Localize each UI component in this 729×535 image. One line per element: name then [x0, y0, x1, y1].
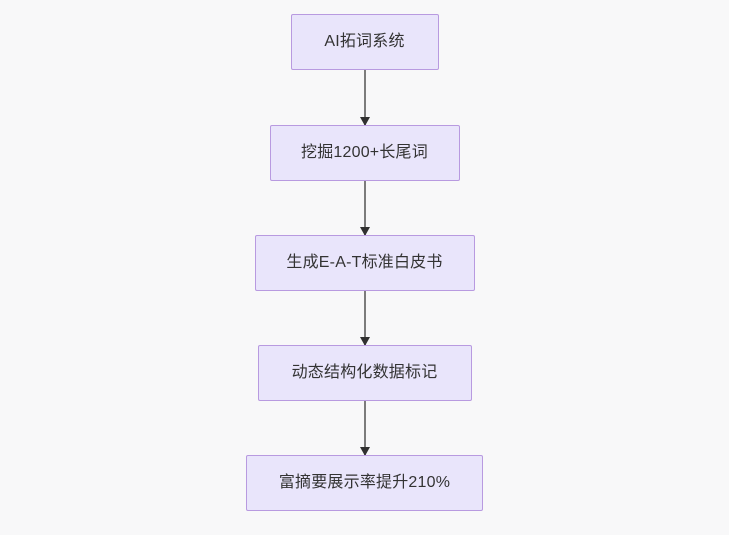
flowchart-node-ai-keyword-system[interactable]: AI拓词系统 [290, 14, 439, 70]
flowchart-edge-2 [358, 291, 372, 346]
flowchart-node-mine-longtail-keywords[interactable]: 挖掘1200+长尾词 [269, 125, 460, 181]
flowchart-edge-3 [358, 401, 372, 456]
flowchart-node-generate-eat-whitepaper[interactable]: 生成E-A-T标准白皮书 [254, 235, 475, 291]
flowchart-edge-1 [358, 181, 372, 236]
edge-line [363, 70, 366, 125]
flowchart-node-label: AI拓词系统 [324, 33, 405, 50]
flowchart-edge-0 [358, 70, 372, 126]
down-arrow-icon [359, 337, 370, 346]
down-arrow-icon [359, 117, 370, 126]
flowchart-node-label: 生成E-A-T标准白皮书 [286, 254, 443, 271]
edge-line [363, 181, 366, 235]
edge-line [363, 291, 366, 345]
flowchart-node-label: 挖掘1200+长尾词 [301, 144, 428, 161]
edge-line [363, 401, 366, 455]
flowchart-node-label: 动态结构化数据标记 [291, 364, 438, 381]
flowchart-node-label: 富摘要展示率提升210% [278, 474, 451, 491]
flowchart-node-dynamic-structured-data-markup[interactable]: 动态结构化数据标记 [257, 345, 472, 401]
down-arrow-icon [359, 227, 370, 236]
down-arrow-icon [359, 447, 370, 456]
flowchart-node-rich-snippet-rate-increase[interactable]: 富摘要展示率提升210% [246, 455, 483, 511]
